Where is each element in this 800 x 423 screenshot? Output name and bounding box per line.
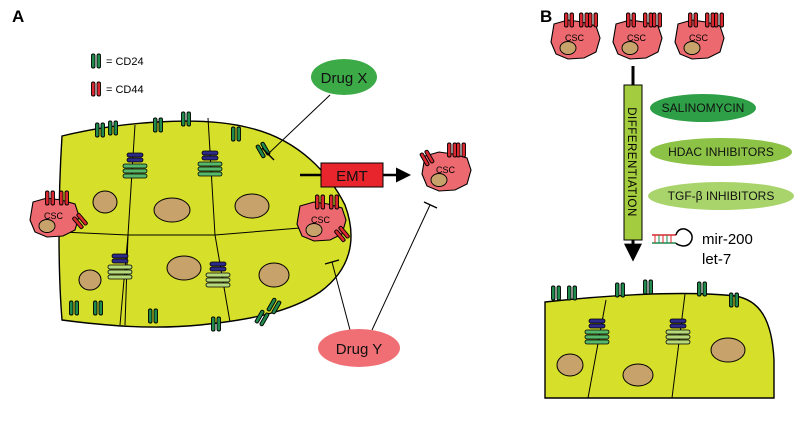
- emt-box: [320, 162, 384, 188]
- tgfb-pill: [648, 182, 794, 210]
- emt-label: EMT: [336, 168, 368, 185]
- csc-left: CSC: [29, 190, 89, 238]
- drug-y-label: Drug Y: [336, 341, 382, 358]
- csc-top-3: CSC: [674, 12, 725, 60]
- cd44-receptor: [652, 12, 662, 28]
- cd44-receptor: [714, 12, 724, 28]
- drug-y-oval: [318, 329, 400, 367]
- differentiated-tissue: [544, 279, 775, 399]
- legend-cd24-label: = CD24: [106, 56, 144, 68]
- hdac-label: HDAC INHIBITORS: [668, 145, 774, 159]
- legend: = CD24 = CD44: [91, 53, 144, 97]
- differentiation-box: [623, 84, 643, 241]
- csc-label: CSC: [44, 211, 64, 221]
- csc-edge: CSC: [296, 194, 351, 243]
- cd24-receptor: [567, 285, 577, 301]
- panel-b-label: B: [540, 7, 552, 26]
- cd24-legend-icon: [91, 53, 101, 69]
- salinomycin-label: SALINOMYCIN: [662, 101, 745, 115]
- cd24-receptor: [643, 279, 653, 295]
- nucleus: [166, 255, 202, 281]
- csc-label: CSC: [565, 33, 585, 43]
- mirna-hairpin-icon: [652, 228, 693, 247]
- nucleus: [92, 190, 118, 214]
- csc-migrated: CSC: [419, 142, 472, 192]
- hdac-pill: [650, 138, 792, 166]
- nucleus: [78, 269, 102, 291]
- csc-top-1: CSC: [550, 12, 601, 60]
- cd44-receptor: [456, 142, 466, 158]
- panel-a-label: A: [12, 7, 24, 26]
- drug-y: Drug Y: [318, 201, 438, 367]
- nucleus: [710, 337, 746, 363]
- salinomycin-pill: [650, 94, 756, 122]
- cd24-receptor: [551, 285, 561, 301]
- agent-list: SALINOMYCIN HDAC INHIBITORS TGF-β INHIBI…: [648, 94, 794, 210]
- csc-top-2: CSC: [612, 12, 663, 60]
- nucleus: [153, 197, 191, 223]
- csc-label: CSC: [627, 33, 647, 43]
- epithelial-tissue: [58, 111, 352, 332]
- emt-arrow: EMT: [300, 162, 411, 188]
- tgfb-label: TGF-β INHIBITORS: [668, 189, 775, 203]
- csc-label: CSC: [436, 165, 456, 175]
- differentiation-arrow: DIFFERENTIATION: [623, 66, 643, 262]
- cd44-legend-icon: [91, 81, 101, 97]
- drug-x-label: Drug X: [321, 70, 368, 87]
- csc-label: CSC: [311, 215, 331, 225]
- let7-label: let-7: [702, 251, 731, 268]
- nucleus: [234, 193, 270, 219]
- csc-label: CSC: [689, 33, 709, 43]
- drug-x: Drug X: [261, 59, 377, 161]
- nucleus: [258, 262, 290, 288]
- differentiation-label: DIFFERENTIATION: [625, 107, 637, 217]
- nucleus: [622, 363, 654, 387]
- legend-cd44-label: = CD44: [106, 84, 144, 96]
- nucleus: [556, 353, 584, 377]
- mirna-200-label: mir-200: [702, 231, 753, 248]
- drug-x-oval: [311, 59, 377, 95]
